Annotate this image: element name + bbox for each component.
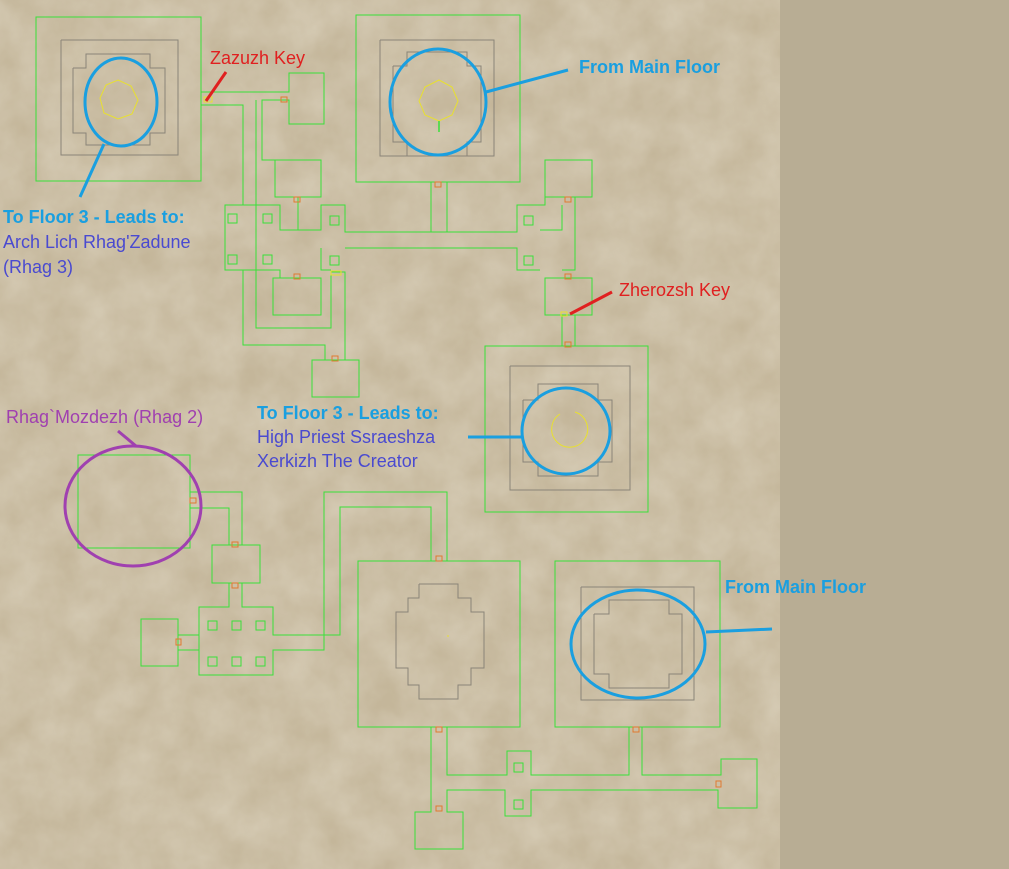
from-main-floor-bottom-label: From Main Floor	[725, 577, 866, 597]
marker-bottom-right	[569, 588, 707, 700]
red-pointers	[204, 71, 613, 316]
blue-markers	[78, 47, 773, 700]
inner-structures	[60, 39, 695, 701]
to-floor3-a-title: To Floor 3 - Leads to:	[3, 207, 185, 227]
doors	[175, 96, 722, 812]
to-floor3-b-title: To Floor 3 - Leads to:	[257, 403, 439, 423]
rhag-mozdezh-label: Rhag`Mozdezh (Rhag 2)	[6, 407, 204, 427]
marker-top-left	[83, 56, 159, 148]
zazuzh-key-label: Zazuzh Key	[210, 48, 306, 68]
portal-top-left	[99, 79, 139, 120]
room-right-middle	[484, 345, 649, 513]
to-floor3-a-line1: Arch Lich Rhag'Zadune	[3, 232, 191, 252]
room-top-left	[35, 16, 202, 182]
dungeon-walls	[35, 14, 758, 850]
zherozsh-key-label: Zherozsh Key	[619, 280, 731, 300]
to-floor3-a-line2: (Rhag 3)	[3, 257, 74, 277]
right-margin	[780, 0, 1009, 869]
portal-right-middle	[551, 411, 589, 448]
marker-top-middle	[388, 47, 488, 157]
to-floor3-b-line2: Xerkizh The Creator	[257, 451, 418, 471]
to-floor3-b-line1: High Priest Ssraeshza	[257, 427, 436, 447]
pillars	[207, 213, 534, 810]
purple-marker	[63, 429, 203, 568]
marker-right-middle	[520, 386, 612, 476]
from-main-floor-top-label: From Main Floor	[579, 57, 720, 77]
